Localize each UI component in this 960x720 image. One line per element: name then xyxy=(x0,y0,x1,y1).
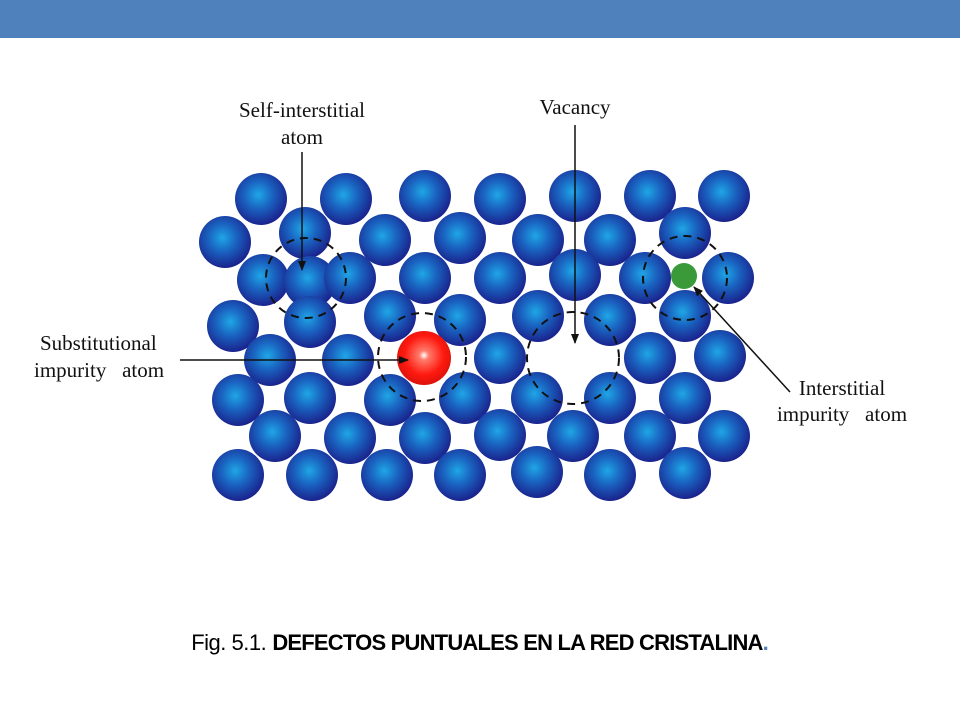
host-atom xyxy=(698,410,750,462)
interstitial-region xyxy=(642,235,728,321)
host-atom xyxy=(439,372,491,424)
host-atom xyxy=(511,372,563,424)
title-bar xyxy=(0,0,960,38)
host-atom xyxy=(361,449,413,501)
host-atom xyxy=(584,214,636,266)
host-atom xyxy=(284,372,336,424)
host-atom xyxy=(212,449,264,501)
host-atom xyxy=(584,372,636,424)
host-atom xyxy=(474,332,526,384)
host-atom xyxy=(399,170,451,222)
substitutional-region xyxy=(377,312,467,402)
caption-prefix: Fig. 5.1. xyxy=(191,630,267,655)
host-atom xyxy=(320,173,372,225)
host-atom xyxy=(279,207,331,259)
figure-caption: Fig. 5.1. DEFECTOS PUNTUALES EN LA RED C… xyxy=(0,630,960,670)
interstitial-arrow xyxy=(693,286,791,393)
host-atom xyxy=(434,212,486,264)
host-atom xyxy=(619,252,671,304)
host-atom xyxy=(237,254,289,306)
self-interstitial-label-line2: atom xyxy=(281,125,323,149)
host-atom xyxy=(324,412,376,464)
host-atom xyxy=(199,216,251,268)
host-atom xyxy=(434,294,486,346)
host-atom xyxy=(512,290,564,342)
vacancy-region xyxy=(526,311,620,405)
host-atom xyxy=(399,252,451,304)
lattice-atoms xyxy=(199,170,754,501)
substitutional-impurity-atom xyxy=(397,331,451,385)
host-atom xyxy=(511,446,563,498)
caption-title: DEFECTOS PUNTUALES EN LA RED CRISTALINA xyxy=(272,630,763,655)
host-atom xyxy=(359,214,411,266)
host-atom xyxy=(474,252,526,304)
host-atom xyxy=(235,173,287,225)
caption-end: . xyxy=(762,630,769,655)
host-atom xyxy=(547,410,599,462)
host-atom xyxy=(399,412,451,464)
crystal-defects-diagram: Self-interstitial atom Vacancy Substitut… xyxy=(34,95,907,501)
host-atom xyxy=(659,447,711,499)
host-atom xyxy=(624,170,676,222)
host-atom xyxy=(207,300,259,352)
host-atom xyxy=(584,449,636,501)
host-atom xyxy=(659,372,711,424)
host-atom xyxy=(286,449,338,501)
substitutional-label-line2: impurity atom xyxy=(34,358,164,382)
self-interstitial-label-line1: Self-interstitial xyxy=(239,98,365,122)
host-atom xyxy=(249,410,301,462)
host-atom xyxy=(434,449,486,501)
host-atom xyxy=(584,294,636,346)
interstitial-label-line1: Interstitial xyxy=(799,376,885,400)
host-atom xyxy=(698,170,750,222)
interstitial-label-line2: impurity atom xyxy=(777,402,907,426)
vacancy-label: Vacancy xyxy=(539,95,611,119)
host-atom xyxy=(284,296,336,348)
host-atom xyxy=(364,374,416,426)
host-atom xyxy=(284,256,336,308)
host-atom xyxy=(474,409,526,461)
substitutional-label-line1: Substitutional xyxy=(40,331,157,355)
host-atom xyxy=(212,374,264,426)
host-atom xyxy=(364,290,416,342)
host-atom xyxy=(624,410,676,462)
host-atom xyxy=(624,332,676,384)
host-atom xyxy=(474,173,526,225)
host-atom xyxy=(512,214,564,266)
interstitial-impurity-atom xyxy=(671,263,697,289)
host-atom xyxy=(324,252,376,304)
host-atom xyxy=(659,207,711,259)
host-atom xyxy=(694,330,746,382)
self-interstitial-region xyxy=(265,237,347,319)
host-atom xyxy=(659,290,711,342)
